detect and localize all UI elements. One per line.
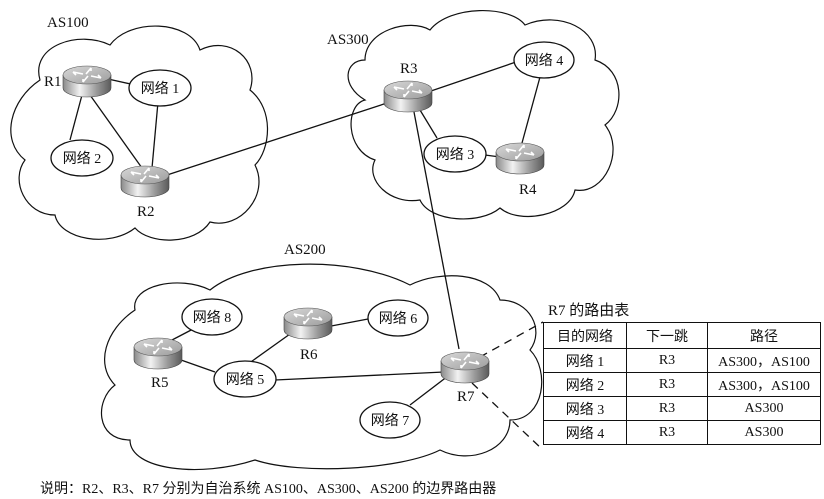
cell-destination: 网络 3 [543, 396, 627, 421]
callout-bottom [471, 382, 544, 451]
link-n5-r6 [247, 333, 291, 365]
network-1: 网络 1 [128, 69, 192, 107]
router-r4: R4 [495, 142, 545, 198]
network-6: 网络 6 [367, 299, 429, 337]
network-4: 网络 4 [513, 41, 575, 79]
link-r1-r2 [89, 94, 143, 169]
table-row: 网络 4 R3 AS300 [543, 420, 821, 445]
routing-table: 目的网络 下一跳 路径 网络 1 R3 AS300，AS100 网络 2 R3 … [543, 322, 821, 445]
caption-note: 说明：R2、R3、R7 分别为自治系统 AS100、AS300、AS200 的边… [40, 482, 497, 497]
link-r2-r3 [166, 102, 388, 176]
cell-next-hop: R3 [626, 420, 708, 445]
cell-path: AS300，AS100 [707, 372, 821, 397]
cell-path: AS300，AS100 [707, 348, 821, 373]
link-r3-n3 [419, 109, 438, 139]
router-r2-label: R2 [137, 204, 155, 220]
router-r6: R6 [283, 307, 333, 363]
cell-destination: 网络 4 [543, 420, 627, 445]
router-icon [120, 165, 170, 198]
router-r3: R3 [383, 61, 433, 113]
router-r5-label: R5 [151, 375, 169, 391]
links [69, 61, 544, 451]
header-destination: 目的网络 [543, 322, 627, 349]
link-r3-n4 [427, 61, 517, 93]
network-4-label: 网络 4 [525, 53, 564, 69]
network-3: 网络 3 [423, 135, 487, 173]
router-r5: R5 [133, 337, 183, 391]
cell-destination: 网络 2 [543, 372, 627, 397]
link-r3-r7 [413, 111, 460, 350]
as100-label: AS100 [47, 15, 89, 31]
cell-next-hop: R3 [626, 372, 708, 397]
table-row: 网络 3 R3 AS300 [543, 396, 821, 421]
cell-path: AS300 [707, 396, 821, 421]
network-8: 网络 8 [181, 298, 243, 336]
link-r7-n7 [409, 375, 449, 406]
link-n5-r7 [274, 371, 445, 381]
router-r2: R2 [120, 165, 170, 220]
cloud-as200 [100, 263, 543, 471]
table-row: 网络 2 R3 AS300，AS100 [543, 372, 821, 397]
cell-path: AS300 [707, 420, 821, 445]
link-r5-n5 [180, 359, 216, 373]
network-5: 网络 5 [213, 360, 277, 398]
routing-table-header: 目的网络 下一跳 路径 [543, 322, 821, 349]
link-n4-r4 [521, 76, 541, 144]
cell-next-hop: R3 [626, 348, 708, 373]
table-row: 网络 1 R3 AS300，AS100 [543, 348, 821, 373]
router-icon [283, 307, 333, 340]
network-7: 网络 7 [359, 401, 421, 439]
network-3-label: 网络 3 [436, 147, 475, 163]
header-next-hop: 下一跳 [626, 322, 708, 349]
router-r4-label: R4 [519, 182, 537, 198]
router-icon [383, 80, 433, 113]
cell-destination: 网络 1 [543, 348, 627, 373]
router-r3-label: R3 [400, 61, 418, 77]
network-2: 网络 2 [50, 139, 114, 177]
router-r1: R1 [44, 65, 112, 98]
link-r1-n2 [69, 94, 83, 141]
network-1-label: 网络 1 [141, 81, 180, 97]
as200-label: AS200 [284, 242, 326, 258]
router-icon [495, 142, 545, 175]
router-icon [440, 351, 490, 384]
network-2-label: 网络 2 [63, 151, 102, 167]
router-r1-label: R1 [44, 74, 62, 90]
routing-table-title: R7 的路由表 [548, 303, 630, 319]
link-n1-r2 [151, 101, 159, 169]
router-r7-label: R7 [457, 389, 475, 405]
header-path: 路径 [707, 322, 821, 349]
network-5-label: 网络 5 [226, 372, 265, 388]
link-r6-n6 [325, 318, 369, 328]
callout-top [479, 321, 544, 358]
router-r6-label: R6 [300, 347, 318, 363]
as300-label: AS300 [327, 32, 369, 48]
cloud-as300 [347, 9, 620, 220]
network-6-label: 网络 6 [379, 311, 418, 327]
router-icon [62, 65, 112, 98]
router-r7: R7 [440, 351, 490, 405]
router-icon [133, 337, 183, 370]
cell-next-hop: R3 [626, 396, 708, 421]
network-7-label: 网络 7 [371, 413, 410, 429]
cloud-as100 [10, 25, 269, 241]
network-8-label: 网络 8 [193, 310, 232, 326]
